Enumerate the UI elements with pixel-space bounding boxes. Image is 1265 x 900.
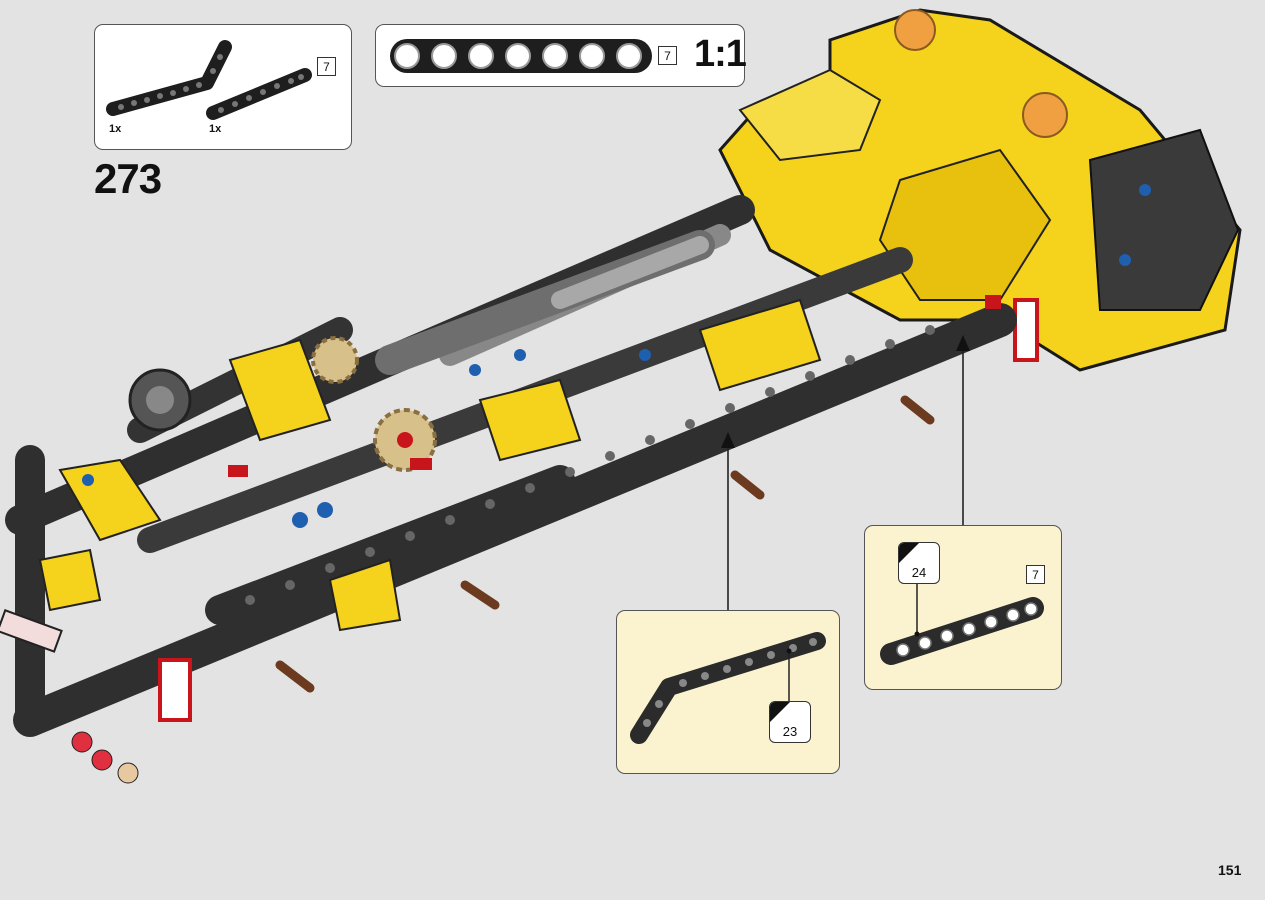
page-number: 151 <box>1218 862 1242 878</box>
rear-section <box>0 609 192 784</box>
chassis-frame <box>5 195 1017 737</box>
beam-length-badge: 7 <box>317 57 336 76</box>
bent-beam-icon <box>106 40 232 116</box>
bent-beam-callout-icon <box>630 632 826 744</box>
gear-icons <box>128 336 437 472</box>
connector-pins <box>82 184 1151 528</box>
parts-list-illustration <box>106 40 312 120</box>
scale-beam-icon <box>390 39 652 73</box>
step-number: 273 <box>94 155 162 202</box>
straight-beam-quantity: 1x <box>209 123 222 135</box>
straight-beam-icon <box>206 68 312 120</box>
straight-beam-callout-icon <box>880 584 1044 665</box>
scale-guide-box: 7 <box>375 24 745 87</box>
element-id-badge-23: 23 <box>769 701 811 743</box>
element-id-number: 23 <box>782 724 798 739</box>
element-id-badge-24: 24 <box>898 542 940 584</box>
parts-list-box: 1x 1x 7 <box>94 24 352 150</box>
scale-ratio-label: 1:1 <box>694 33 747 75</box>
yellow-frame-parts <box>38 298 822 632</box>
callout-element-23: 23 <box>616 610 840 774</box>
callout-length-badge: 7 <box>1026 565 1045 584</box>
cylinder <box>375 230 715 375</box>
bent-beam-quantity: 1x <box>109 123 122 135</box>
beam-holes <box>245 325 935 605</box>
element-id-number: 24 <box>911 565 927 580</box>
crane-cab <box>718 8 1242 372</box>
callout-element-24: 24 7 <box>864 525 1062 690</box>
scale-length-badge: 7 <box>658 46 677 65</box>
